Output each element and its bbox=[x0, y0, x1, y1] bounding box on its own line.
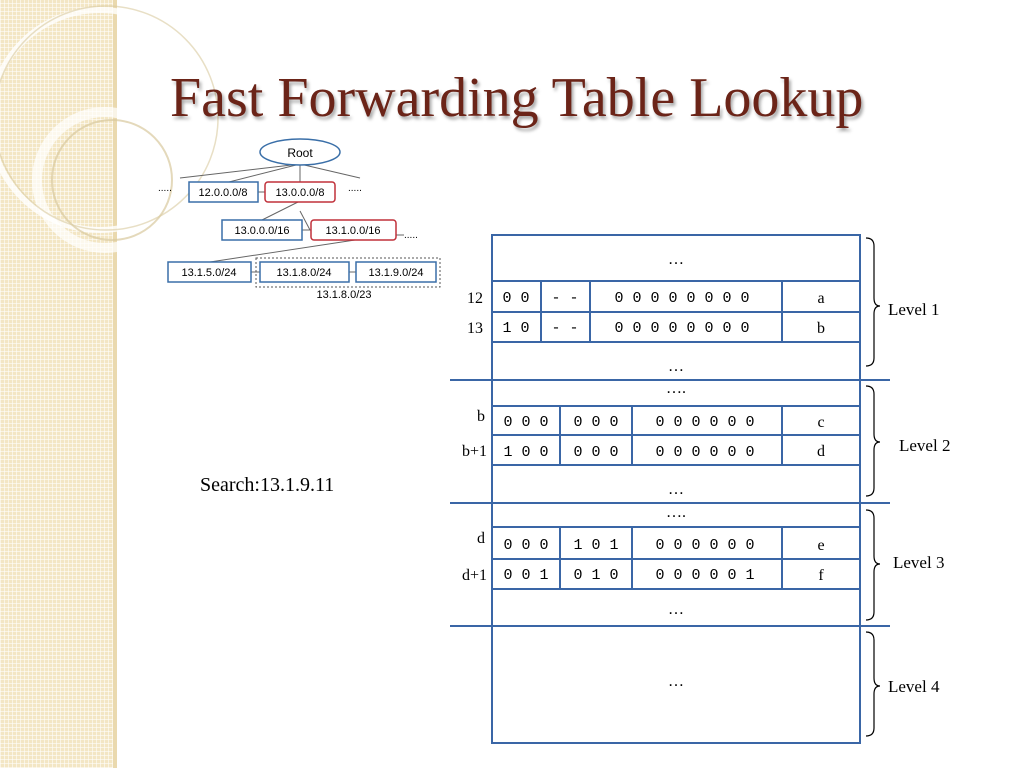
row-index: b bbox=[477, 408, 485, 425]
level-label: Level 2 bbox=[899, 436, 950, 455]
bit-group: 0 0 0 bbox=[573, 444, 618, 461]
side-band-edge bbox=[113, 0, 117, 768]
bit-group: 1 0 bbox=[502, 320, 529, 337]
tree-node-13-1-5-0-24 bbox=[167, 261, 252, 283]
pointer-label: f bbox=[818, 567, 824, 584]
bit-group: 1 0 1 bbox=[573, 537, 618, 554]
search-label: Search:13.1.9.11 bbox=[200, 474, 335, 496]
tree-node-13-1-0-0-16 bbox=[310, 219, 397, 241]
bit-group: 0 0 0 bbox=[573, 414, 618, 431]
bit-group: 0 0 0 0 0 1 bbox=[655, 567, 754, 584]
table-outline bbox=[491, 234, 861, 744]
tree-group-label: 13.1.8.0/23 bbox=[316, 289, 371, 301]
bit-group: 0 1 0 bbox=[573, 567, 618, 584]
bit-group: 0 0 1 bbox=[503, 567, 548, 584]
tree-node-label: 13.0.0.0/16 bbox=[234, 225, 289, 237]
table-ellipsis: … bbox=[668, 673, 684, 690]
pointer-label: c bbox=[817, 414, 824, 431]
tree-root-label: Root bbox=[287, 146, 313, 160]
bit-group: 0 0 0 bbox=[503, 537, 548, 554]
level-label: Level 3 bbox=[893, 553, 944, 572]
bit-group: - - bbox=[551, 290, 578, 307]
level-braces bbox=[865, 237, 881, 737]
tree-node-13-1-8-0-24 bbox=[259, 261, 350, 283]
level-label: Level 1 bbox=[888, 300, 939, 319]
slide-title: Fast Forwarding Table Lookup bbox=[170, 67, 864, 129]
table-ellipsis: …. bbox=[666, 504, 686, 521]
bit-group: - - bbox=[551, 320, 578, 337]
pointer-label: b bbox=[817, 320, 825, 337]
tree-node-label: 12.0.0.0/8 bbox=[199, 187, 248, 199]
tree-ellipsis-right: ..... bbox=[348, 183, 362, 194]
pointer-label: a bbox=[817, 290, 824, 307]
tree-root-node bbox=[259, 138, 341, 166]
table-ellipsis: … bbox=[668, 481, 684, 498]
tree-node-13-1-9-0-24 bbox=[355, 261, 437, 283]
tree-node-label: 13.1.8.0/24 bbox=[276, 267, 331, 279]
tree-node-label: 13.1.9.0/24 bbox=[368, 267, 423, 279]
row-index: b+1 bbox=[462, 443, 487, 460]
bit-group: 0 0 0 0 0 0 bbox=[655, 537, 754, 554]
table-ellipsis: … bbox=[668, 251, 684, 268]
tree-ellipsis-left: ..... bbox=[158, 183, 172, 194]
bit-group: 0 0 0 0 0 0 bbox=[655, 414, 754, 431]
tree-ellipsis-level2: ..... bbox=[404, 230, 418, 241]
row-index: 12 bbox=[467, 290, 483, 307]
tree-group-box bbox=[255, 257, 441, 288]
row-index: d bbox=[477, 530, 485, 547]
pointer-label: e bbox=[817, 537, 824, 554]
table-ellipsis: … bbox=[668, 601, 684, 618]
tree-node-13-0-0-0-16 bbox=[221, 219, 303, 241]
tree-node-13-0-0-0-8 bbox=[264, 181, 336, 203]
row-index: 13 bbox=[467, 320, 483, 337]
bit-group: 0 0 0 bbox=[503, 414, 548, 431]
level-separators bbox=[450, 379, 890, 627]
bit-group: 0 0 0 0 0 0 0 0 bbox=[614, 320, 749, 337]
bit-group: 0 0 0 0 0 0 0 0 bbox=[614, 290, 749, 307]
table-ellipsis: … bbox=[668, 358, 684, 375]
row-index: d+1 bbox=[462, 567, 487, 584]
tree-node-label: 13.0.0.0/8 bbox=[276, 187, 325, 199]
tree-node-label: 13.1.5.0/24 bbox=[181, 267, 236, 279]
bit-group: 0 0 bbox=[502, 290, 529, 307]
table-ellipsis: …. bbox=[666, 380, 686, 397]
bit-group: 0 0 0 0 0 0 bbox=[655, 444, 754, 461]
level-label: Level 4 bbox=[888, 677, 940, 696]
pointer-label: d bbox=[817, 443, 825, 460]
bit-group: 1 0 0 bbox=[503, 444, 548, 461]
tree-node-label: 13.1.0.0/16 bbox=[325, 225, 380, 237]
tree-node-12-0-0-0-8 bbox=[188, 181, 259, 203]
